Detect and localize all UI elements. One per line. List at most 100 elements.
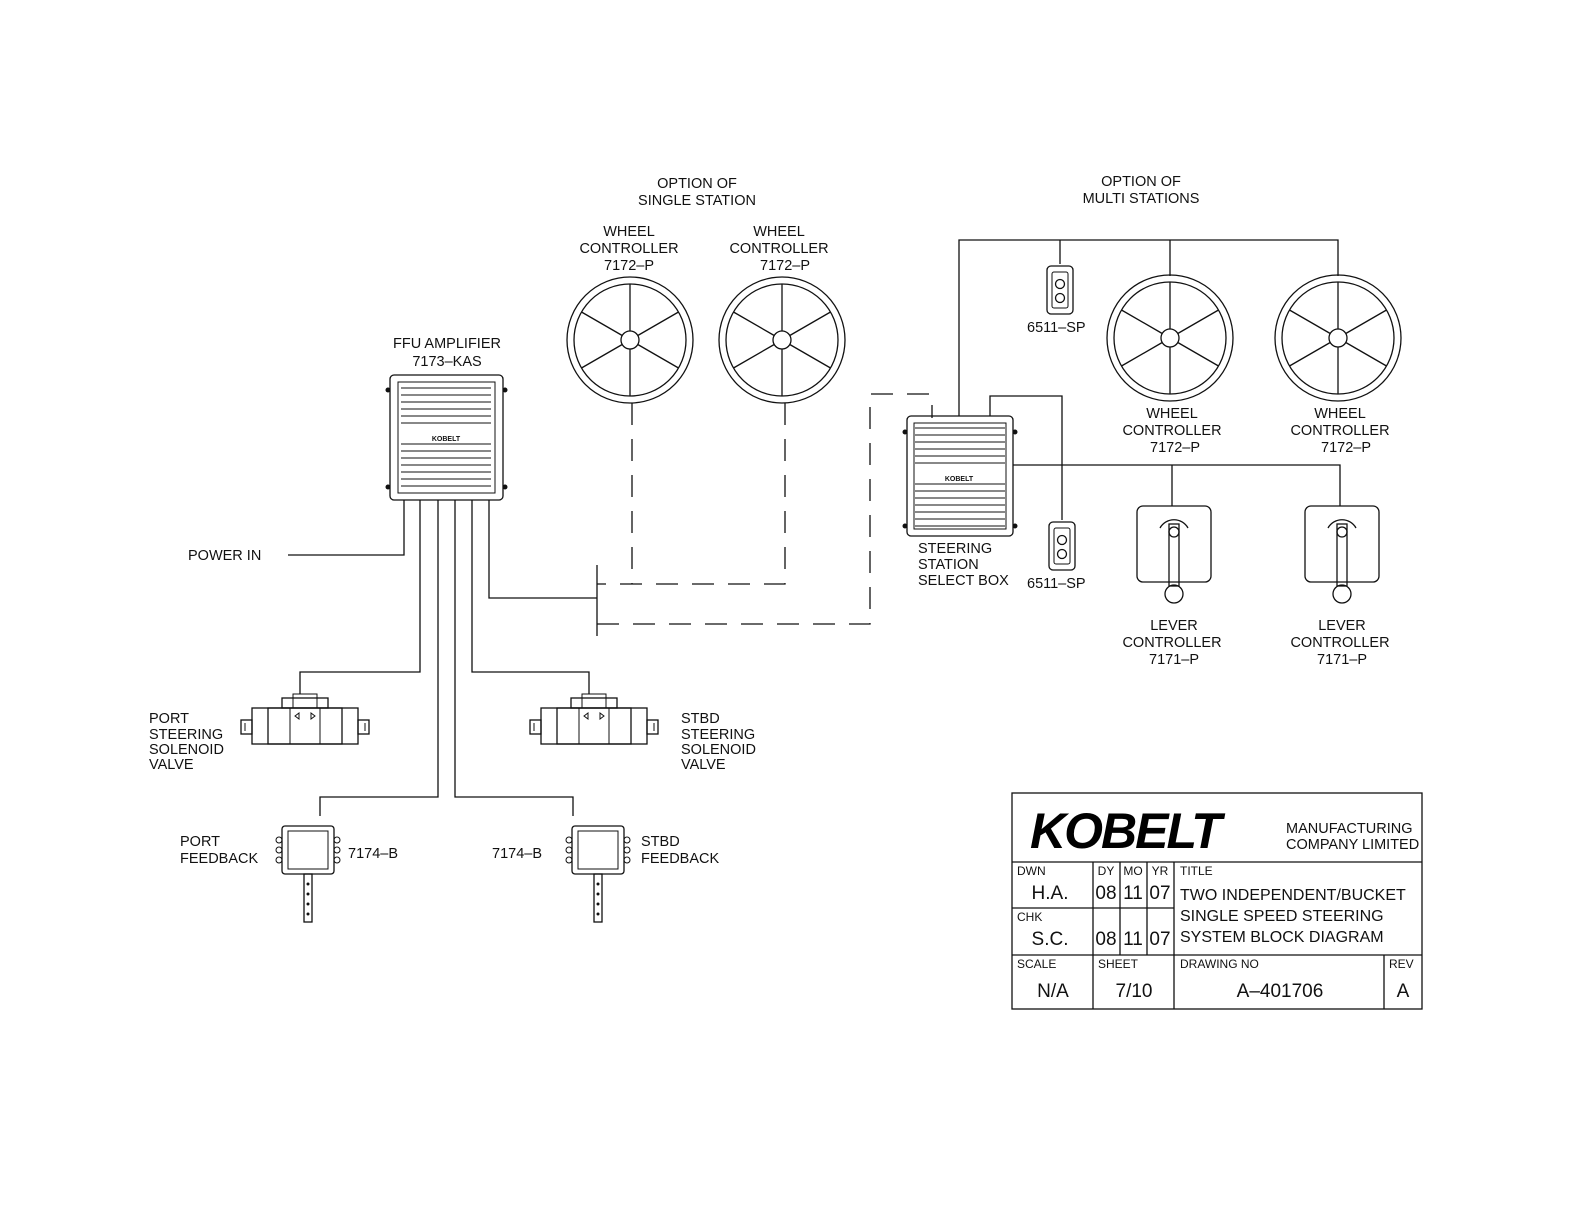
select-box-sp-wire [989, 395, 1063, 520]
option-multi-label: OPTION OF [1101, 174, 1181, 190]
port-feedback-wire [319, 500, 439, 816]
steering-station-select-box: KOBELT [902, 415, 1018, 537]
chk-month: 11 [1123, 929, 1143, 950]
ffu-amplifier-part: 7173–KAS [412, 354, 481, 370]
wheel-controller-part: 7172–P [760, 258, 810, 274]
select-box-logo: KOBELT [945, 476, 974, 483]
dwn-label: DWN [1017, 864, 1046, 878]
wheel-controller-label: CONTROLLER [579, 241, 678, 257]
drawing-title: SYSTEM BLOCK DIAGRAM [1180, 929, 1384, 946]
port-valve-label: VALVE [149, 757, 194, 773]
wheel-controller-label: WHEEL [1146, 406, 1198, 422]
stbd-feedback-wire [454, 500, 574, 816]
lever-controller-label: CONTROLLER [1122, 635, 1221, 651]
controller-bus-wire [488, 500, 597, 599]
stbd-feedback-label: STBD [641, 834, 680, 850]
ffu-amplifier: KOBELT [385, 374, 508, 501]
stbd-feedback-part: 7174–B [492, 846, 542, 862]
yr-label: YR [1152, 864, 1169, 878]
lever-controller-1 [1136, 505, 1212, 604]
lever-controller-2 [1304, 505, 1380, 604]
drawing-no-label: DRAWING NO [1180, 957, 1259, 971]
company-name: COMPANY LIMITED [1286, 837, 1419, 853]
select-box-label: STEERING [918, 541, 992, 557]
pushbutton-part: 6511–SP [1027, 576, 1086, 592]
port-solenoid-valve [240, 693, 370, 745]
stbd-valve-label: SOLENOID [681, 742, 756, 758]
lever-controller-part: 7171–P [1149, 652, 1199, 668]
port-feedback-part: 7174–B [348, 846, 398, 862]
scale-label: SCALE [1017, 957, 1056, 971]
wheel-controller-3 [1106, 274, 1234, 402]
lever-controller-part: 7171–P [1317, 652, 1367, 668]
stbd-valve-wire [471, 500, 590, 694]
stbd-valve-label: STBD [681, 711, 720, 727]
chk-value: S.C. [1032, 929, 1069, 950]
lever-controller-label: LEVER [1150, 618, 1198, 634]
stbd-feedback-unit [565, 825, 631, 923]
wheel-controller-1 [566, 276, 694, 404]
port-feedback-label: FEEDBACK [180, 851, 258, 867]
title-block: KOBELT MANUFACTURING COMPANY LIMITED DWN… [1011, 792, 1423, 1010]
scale-value: N/A [1037, 981, 1069, 1002]
dwn-day: 08 [1095, 883, 1116, 904]
dy-label: DY [1098, 864, 1115, 878]
wheel-controller-label: WHEEL [753, 224, 805, 240]
rev-label: REV [1389, 957, 1414, 971]
station-select-pushbutton-2 [1048, 521, 1076, 571]
kobelt-logo: KOBELT [1030, 803, 1226, 859]
wheel-controller-part: 7172–P [1321, 440, 1371, 456]
multi-station-bus [958, 239, 1339, 416]
sheet-value: 7/10 [1116, 981, 1153, 1002]
station-select-pushbutton-1 [1046, 265, 1074, 315]
power-in-label: POWER IN [188, 548, 261, 564]
wheel-controller-part: 7172–P [1150, 440, 1200, 456]
ffu-amplifier-label: FFU AMPLIFIER [393, 336, 501, 352]
option-single-label: SINGLE STATION [638, 193, 756, 209]
pushbutton-part: 6511–SP [1027, 320, 1086, 336]
option-multi-label: MULTI STATIONS [1083, 191, 1200, 207]
port-valve-wire [299, 500, 421, 694]
wheel-controller-label: CONTROLLER [1290, 423, 1389, 439]
wheel-controller-label: CONTROLLER [1122, 423, 1221, 439]
chk-year: 07 [1149, 929, 1170, 950]
wheel-controller-label: WHEEL [1314, 406, 1366, 422]
port-valve-label: PORT [149, 711, 189, 727]
lever-bus [1013, 464, 1341, 506]
drawing-title: TWO INDEPENDENT/BUCKET [1180, 887, 1406, 904]
wheel-controller-label: CONTROLLER [729, 241, 828, 257]
lever-controller-label: CONTROLLER [1290, 635, 1389, 651]
option-single-label: OPTION OF [657, 176, 737, 192]
lever-controller-label: LEVER [1318, 618, 1366, 634]
ffu-box-logo: KOBELT [432, 436, 461, 443]
drawing-no-value: A–401706 [1237, 981, 1324, 1002]
chk-label: CHK [1017, 910, 1042, 924]
wheel-controller-label: WHEEL [603, 224, 655, 240]
dwn-value: H.A. [1032, 883, 1069, 904]
select-box-label: SELECT BOX [918, 573, 1009, 589]
company-name: MANUFACTURING [1286, 821, 1412, 837]
wheel-controller-2 [718, 276, 846, 404]
option-wire-dashed [597, 393, 933, 625]
chk-day: 08 [1095, 929, 1116, 950]
port-feedback-unit [275, 825, 341, 923]
dwn-month: 11 [1123, 883, 1143, 904]
port-valve-label: SOLENOID [149, 742, 224, 758]
stbd-valve-label: STEERING [681, 727, 755, 743]
rev-value: A [1397, 981, 1410, 1002]
select-box-label: STATION [918, 557, 979, 573]
drawing-title: SINGLE SPEED STEERING [1180, 908, 1384, 925]
stbd-feedback-label: FEEDBACK [641, 851, 719, 867]
sheet-label: SHEET [1098, 957, 1139, 971]
wheel-controller-part: 7172–P [604, 258, 654, 274]
option-wire-dashed [597, 403, 786, 585]
dwn-year: 07 [1149, 883, 1170, 904]
stbd-valve-label: VALVE [681, 757, 726, 773]
wheel-controller-4 [1274, 274, 1402, 402]
title-label: TITLE [1180, 864, 1213, 878]
port-feedback-label: PORT [180, 834, 220, 850]
mo-label: MO [1123, 864, 1142, 878]
stbd-solenoid-valve [529, 693, 659, 745]
power-in-line [288, 500, 405, 556]
